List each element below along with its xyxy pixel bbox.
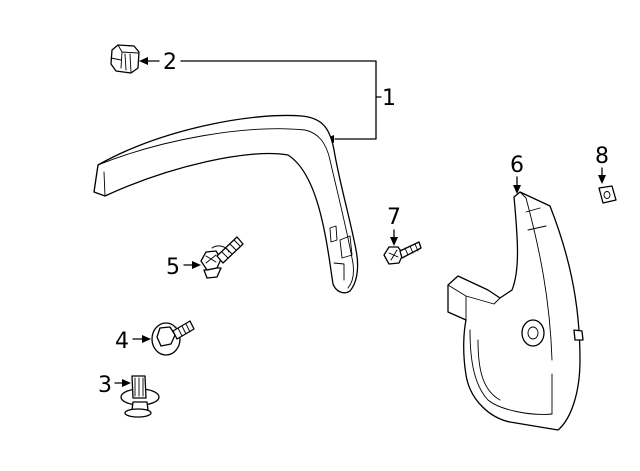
arrow-5 xyxy=(192,261,201,269)
arrow-8 xyxy=(598,175,606,184)
arrow-2 xyxy=(139,57,148,65)
callout-4: 4 xyxy=(115,329,129,354)
callout-7: 7 xyxy=(387,205,401,230)
callout-8: 8 xyxy=(595,144,609,169)
callout-6: 6 xyxy=(510,153,524,178)
part-6-mud-flap xyxy=(447,191,584,431)
leader-bracket-1 xyxy=(180,60,377,140)
callout-2: 2 xyxy=(163,50,177,75)
part-3-push-retainer xyxy=(120,375,160,418)
part-1-wheel-flare xyxy=(93,114,359,294)
part-8-nut-clip xyxy=(598,185,617,204)
arrow-4 xyxy=(142,335,151,343)
part-5-bolt xyxy=(200,236,244,279)
part-2-retainer-clip xyxy=(110,44,140,74)
callout-5: 5 xyxy=(166,255,180,280)
part-4-flange-bolt xyxy=(151,320,195,356)
arrow-7 xyxy=(390,237,398,246)
callout-1: 1 xyxy=(382,86,396,111)
callout-3: 3 xyxy=(98,373,112,398)
arrow-6 xyxy=(513,185,521,194)
arrow-3 xyxy=(122,379,131,387)
part-7-screw xyxy=(383,241,422,265)
